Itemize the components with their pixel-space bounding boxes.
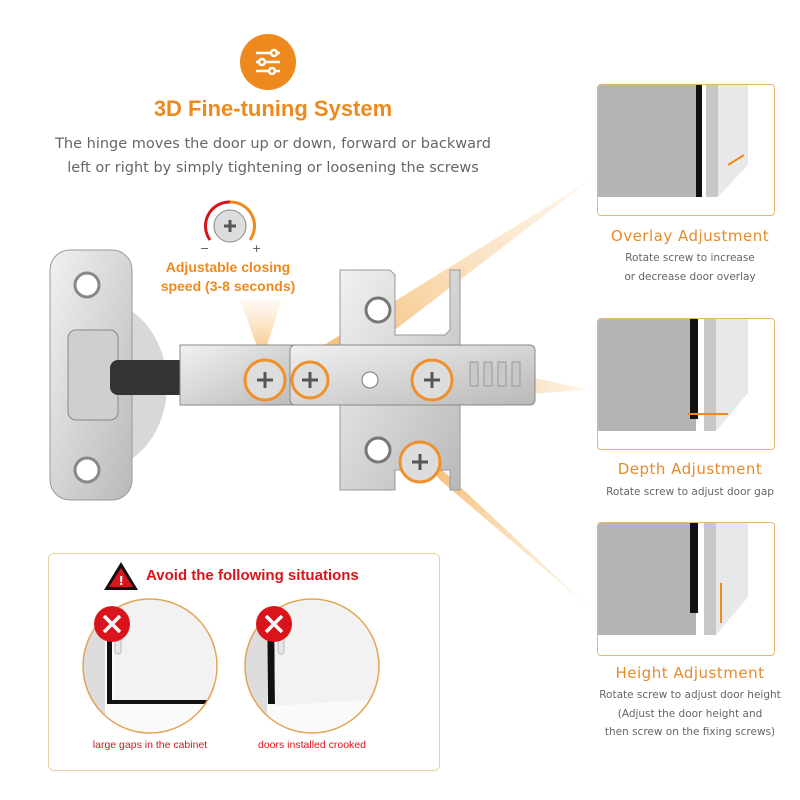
depth-adjustment-desc: Rotate screw to adjust door gap <box>606 486 774 498</box>
x-mark-icon <box>256 606 292 642</box>
subtitle-line1: The hinge moves the door up or down, for… <box>55 136 491 152</box>
avoid-title: Avoid the following situations <box>146 567 359 584</box>
speed-label-line1: Adjustable closing <box>165 259 291 275</box>
svg-text:+: + <box>252 242 261 255</box>
overlay-adjustment-title: Overlay Adjustment <box>610 227 770 245</box>
height-adjustment-desc: Rotate screw to adjust door height <box>599 689 781 701</box>
subtitle-line2: left or right by simply tightening or lo… <box>67 160 479 176</box>
speed-dial-icon: − + <box>200 200 261 255</box>
overlay-adjustment-desc: Rotate screw to increase <box>625 252 755 264</box>
height-adjustment-title: Height Adjustment <box>615 664 765 682</box>
avoid-caption-crooked: doors installed crooked <box>258 739 366 751</box>
overlay-adjustment-desc: or decrease door overlay <box>624 271 756 283</box>
overlay-adjustment-image <box>597 84 775 216</box>
height-adjustment-image <box>597 522 775 656</box>
page-title: 3D Fine-tuning System <box>153 96 393 121</box>
warning-icon: ! <box>104 562 138 590</box>
speed-label-line2: speed (3-8 seconds) <box>160 278 296 294</box>
avoid-section <box>48 553 440 771</box>
svg-text:!: ! <box>119 574 124 588</box>
svg-text:−: − <box>200 242 209 255</box>
depth-adjustment-title: Depth Adjustment <box>617 460 763 478</box>
height-adjustment-desc: then screw on the fixing screws) <box>604 726 776 738</box>
sliders-icon <box>240 34 296 90</box>
avoid-caption-gaps: large gaps in the cabinet <box>92 739 208 751</box>
height-adjustment-desc: (Adjust the door height and <box>617 708 763 720</box>
x-mark-icon <box>94 606 130 642</box>
avoid-illustrations <box>82 598 380 734</box>
depth-adjustment-image <box>597 318 775 450</box>
beam-speed <box>240 300 282 360</box>
